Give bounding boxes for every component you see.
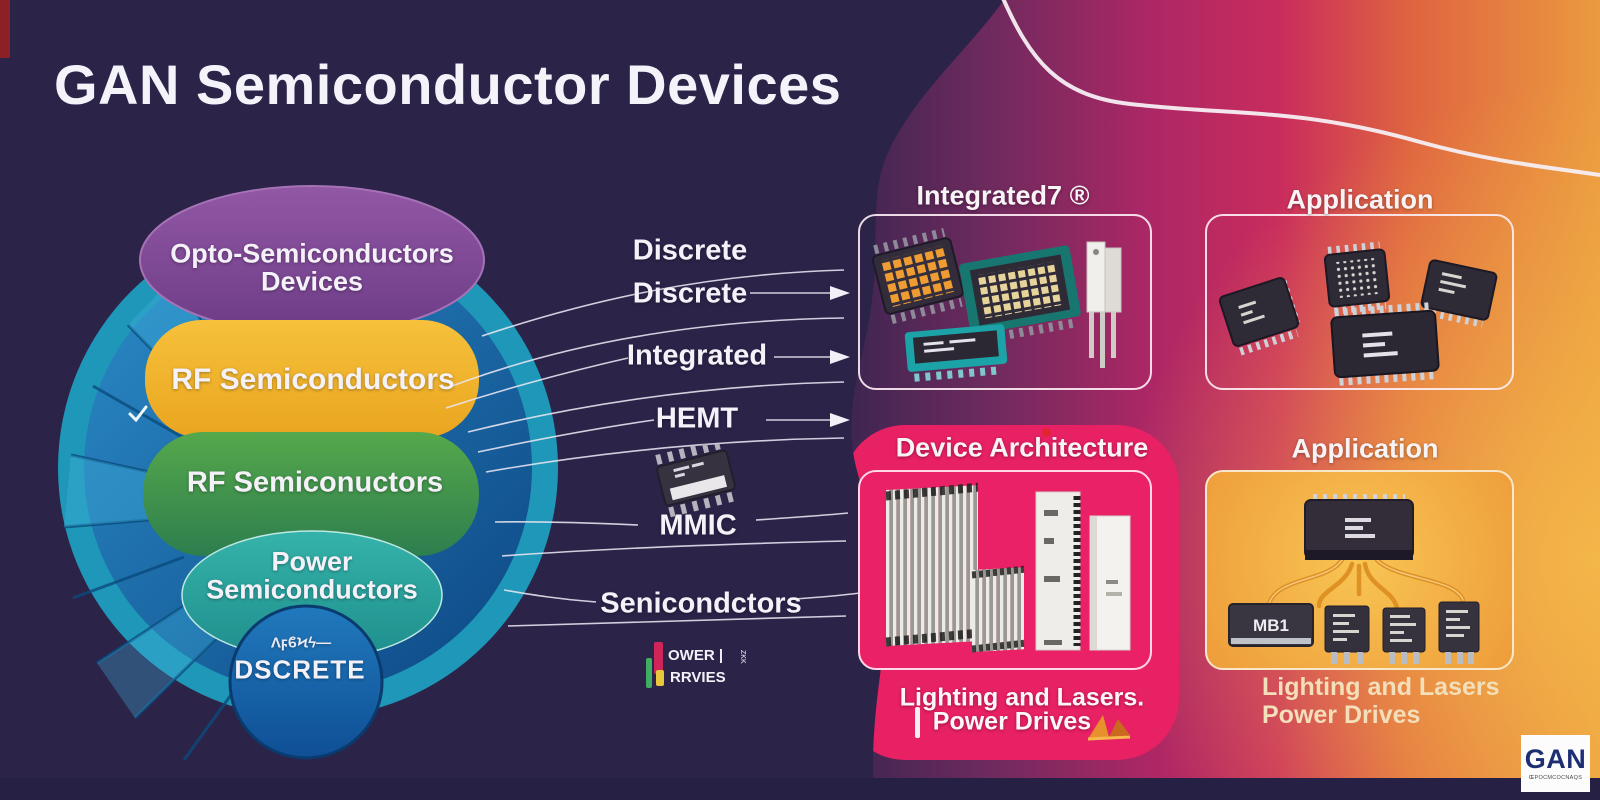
led-matrix-chip-1	[871, 227, 965, 325]
caption-left-line2: Power Drives	[932, 707, 1092, 736]
check-icon	[128, 405, 148, 423]
heatsink-small	[971, 565, 1025, 653]
section-header-application-bottom: Application	[1291, 433, 1439, 464]
gan-logo-text: GAN	[1524, 744, 1587, 774]
power-drives-logo: OWER | RRVIES ZKK	[646, 642, 746, 688]
pcb-traces	[1266, 557, 1466, 611]
flow-label-discrete-2: Discrete	[632, 277, 748, 310]
pcb-traces-illustration: MB1	[1228, 494, 1480, 664]
red-dot-accent	[1042, 428, 1051, 437]
gan-logo-subtext: ŒPOCMCOCNAQS	[1528, 775, 1583, 781]
gan-logo-badge: GAN ŒPOCMCOCNAQS	[1521, 735, 1590, 792]
panel-application-bottom: MB1	[1205, 470, 1514, 670]
main-chip	[1304, 494, 1414, 560]
flow-label-semicondctors: Senicondctors	[600, 587, 802, 620]
flow-label-mmic: MMIC	[659, 509, 737, 542]
venn-rf-yellow-label: RF Semiconductors	[171, 363, 455, 396]
caption-right-line2: Power Drives	[1262, 700, 1421, 729]
power-drives-line2: RRVIES	[670, 669, 726, 686]
power-drives-line1: OWER |	[668, 647, 723, 664]
ic-chip-1	[1218, 277, 1301, 356]
venn-discrete-circle	[228, 604, 384, 760]
application-chips-illustration	[1218, 241, 1498, 386]
panel-device-architecture	[858, 470, 1152, 670]
caption-right: Lighting and Lasers Power Drives	[1262, 673, 1500, 729]
mb1-label: MB1	[1253, 616, 1289, 635]
caption-right-line1: Lighting and Lasers	[1262, 673, 1500, 701]
section-header-device-architecture: Device Architecture	[895, 432, 1149, 463]
power-drives-side-text: ZKK	[739, 650, 746, 664]
white-package	[1086, 241, 1122, 368]
venn-rf-green-label: RF Semiconuctors	[186, 466, 444, 499]
module-mb1: MB1	[1228, 603, 1314, 647]
fan-connector-lines	[445, 269, 861, 627]
module-4	[1438, 601, 1480, 664]
discrete-glyphs: ΛϝϐϞϟ—	[270, 634, 332, 652]
heatsink-illustration	[885, 482, 1131, 653]
panel-application-top	[1205, 214, 1514, 390]
teal-chip	[904, 324, 1008, 382]
venn-opto-label: Opto-Semiconductors Devices	[170, 238, 454, 297]
caption-accent-bar	[915, 707, 920, 738]
flow-label-hemt: HEMT	[655, 402, 739, 435]
venn-power-label: Power Semiconductors	[206, 546, 418, 605]
ic-chip-4	[1330, 302, 1440, 386]
laser-diode-icon	[1087, 715, 1131, 741]
flow-label-discrete-1: Discrete	[632, 234, 748, 267]
heatsink-large	[885, 482, 979, 647]
panel-integrated	[858, 214, 1152, 390]
flow-label-integrated: Integrated	[626, 339, 768, 372]
ic-chip-2	[1323, 241, 1391, 315]
arrow-heads	[830, 286, 850, 427]
module-tower-1	[1035, 491, 1081, 651]
page-title: GAN Semiconductor Devices	[54, 53, 842, 116]
module-tower-2	[1089, 515, 1131, 651]
bottom-band	[0, 778, 1600, 800]
soic-chip-illustration	[655, 444, 737, 518]
caption-left-line1: Lighting and Lasers.	[899, 683, 1145, 712]
section-header-application-top: Application	[1286, 184, 1434, 215]
corner-red-strip	[0, 0, 10, 58]
venn-blobs	[139, 185, 485, 760]
module-3	[1382, 607, 1426, 664]
led-matrix-chip-2	[959, 245, 1081, 345]
decorative-curve-line	[1001, 0, 1600, 178]
venn-discrete-label: DSCRETE	[234, 654, 366, 685]
venn-rf-yellow-blob	[145, 320, 479, 438]
venn-rf-green-blob	[143, 432, 479, 556]
integrated-chips-illustration	[871, 227, 1122, 382]
section-header-integrated: Integrated7 ®	[916, 180, 1090, 211]
module-2	[1324, 605, 1370, 664]
